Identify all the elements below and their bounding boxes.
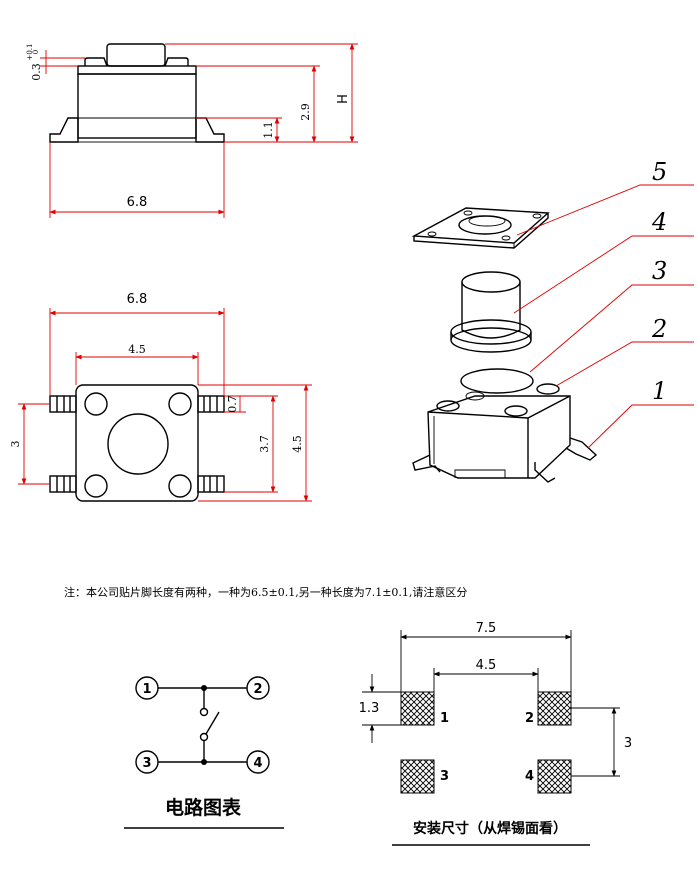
circuit-pin-4: 4 bbox=[253, 756, 262, 771]
pad-4 bbox=[537, 759, 572, 794]
side-dim-2-9: 2.9 bbox=[299, 103, 312, 121]
pad-3 bbox=[400, 759, 435, 794]
circuit-pin-2: 2 bbox=[253, 682, 262, 697]
top-body bbox=[75, 384, 199, 502]
pad-layout-title: 安装尺寸（从焊锡面看） bbox=[413, 820, 567, 837]
pad-label-2: 2 bbox=[525, 711, 534, 726]
top-dim-0-7: 0.7 bbox=[226, 395, 239, 413]
pad-label-4: 4 bbox=[525, 769, 534, 784]
top-dim-width: 6.8 bbox=[127, 292, 148, 307]
note-text: 注：本公司贴片脚长度有两种，一种为6.5±0.1,另一种长度为7.1±0.1,请… bbox=[64, 585, 467, 599]
part-label-2: 2 bbox=[651, 315, 667, 343]
pad-dim-1-3: 1.3 bbox=[359, 701, 380, 716]
side-body bbox=[77, 73, 197, 139]
side-dim-0-3-tol-bot: 0 bbox=[32, 50, 40, 54]
circuit-pin-1: 1 bbox=[142, 682, 151, 697]
part-1-2-base bbox=[412, 383, 598, 483]
top-dim-3: 3 bbox=[9, 441, 22, 448]
side-dim-width: 6.8 bbox=[127, 195, 148, 210]
part-3-dome bbox=[460, 368, 534, 394]
pad-dim-3: 3 bbox=[624, 736, 632, 751]
circuit-pin-3: 3 bbox=[142, 756, 151, 771]
side-leg-left bbox=[49, 117, 79, 143]
side-dim-1-1: 1.1 bbox=[262, 121, 275, 139]
part-label-3: 3 bbox=[652, 257, 667, 285]
top-view: 6.8 4.5 0.7 3.7 4.5 3 bbox=[9, 292, 312, 502]
part-label-1: 1 bbox=[652, 377, 667, 405]
side-dim-h: H bbox=[336, 94, 351, 104]
part-label-5: 5 bbox=[652, 158, 667, 186]
circuit-diagram: 1 2 3 4 电路图表 bbox=[124, 676, 284, 829]
part-4-actuator bbox=[450, 271, 532, 353]
pad-1 bbox=[400, 691, 435, 726]
top-dim-4-5: 4.5 bbox=[291, 435, 304, 453]
side-button-cap bbox=[106, 43, 166, 67]
pad-dim-7-5: 7.5 bbox=[476, 621, 497, 636]
pad-label-3: 3 bbox=[440, 769, 449, 784]
circuit-title: 电路图表 bbox=[165, 796, 242, 819]
pad-label-1: 1 bbox=[440, 711, 449, 726]
side-dim-0-3-tol-top: +0.1 bbox=[26, 44, 34, 61]
top-button-circle bbox=[107, 413, 169, 475]
pad-2 bbox=[537, 691, 572, 726]
pad-layout: 1 2 3 4 7.5 4.5 1.3 3 安装尺寸（从焊锡面看） bbox=[359, 621, 632, 846]
side-view: 6.8 H 2.9 1.1 0.3 +0.1 0 bbox=[26, 43, 358, 218]
pad-dim-4-5: 4.5 bbox=[476, 658, 497, 673]
part-label-4: 4 bbox=[651, 208, 667, 236]
switch-lever bbox=[205, 711, 220, 735]
side-dim-0-3: 0.3 bbox=[30, 63, 43, 81]
top-dim-3-7: 3.7 bbox=[258, 435, 271, 453]
part-5-cover bbox=[411, 207, 550, 249]
side-leg-right bbox=[195, 117, 225, 143]
top-dim-inner: 4.5 bbox=[128, 343, 146, 356]
exploded-view: 5 4 3 2 1 bbox=[411, 158, 694, 483]
